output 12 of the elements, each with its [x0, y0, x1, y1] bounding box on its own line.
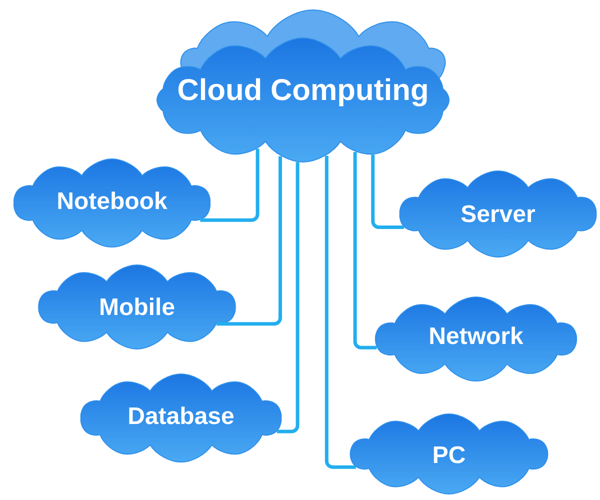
connector-line	[371, 154, 404, 229]
cloud: Database	[80, 374, 282, 462]
connector-line	[276, 162, 300, 434]
cloud: Cloud Computing	[156, 10, 450, 162]
cloud: Server	[399, 170, 597, 258]
connector-line	[324, 156, 356, 469]
connector-line	[200, 148, 260, 222]
cloud: PC	[350, 414, 548, 494]
cloud: Network	[374, 296, 578, 382]
cloud: Notebook	[13, 158, 211, 248]
connector-line	[216, 156, 282, 326]
cloud: Mobile	[38, 264, 236, 350]
